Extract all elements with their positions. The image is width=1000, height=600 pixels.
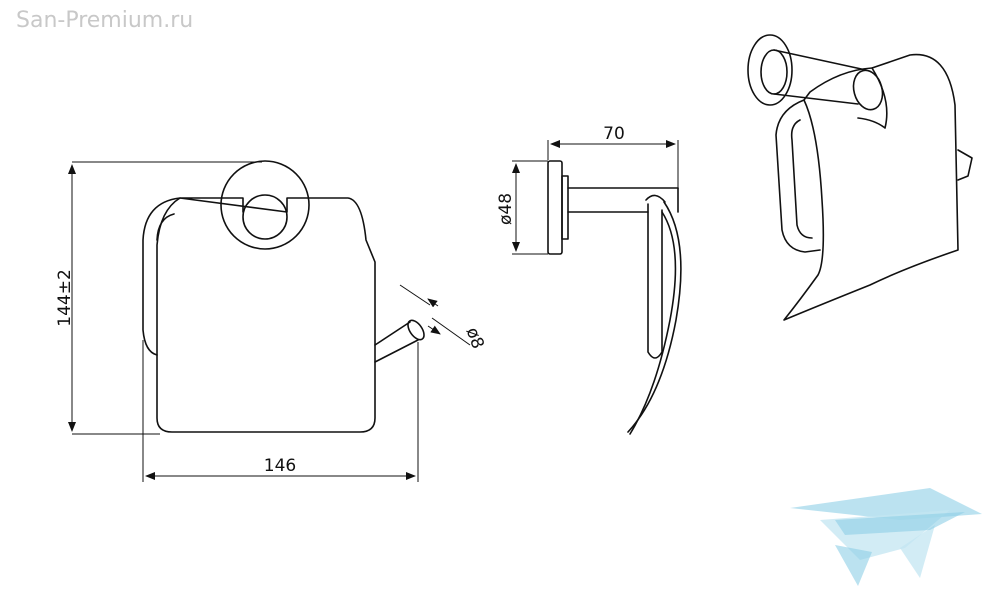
- width-dimension-label: 146: [264, 456, 296, 476]
- rod-dim-arrow-2: [427, 325, 441, 335]
- height-dimension-label: 144±2: [55, 269, 75, 327]
- brand-logo: [790, 488, 982, 586]
- cover-plate: [156, 197, 376, 433]
- perspective-view: [747, 34, 973, 321]
- iso-rosette-inner: [760, 49, 788, 95]
- rod-arm: [374, 321, 419, 363]
- logo-left-leg: [835, 545, 872, 586]
- rod-end: [407, 319, 425, 341]
- rosette-diameter-label: ø48: [496, 193, 516, 225]
- horizontal-arm: [567, 187, 679, 213]
- iso-rod-loop: [775, 99, 821, 253]
- rod-bend: [645, 194, 666, 203]
- cover-curve-inner: [629, 211, 677, 435]
- rod-dim-ext-1: [399, 284, 431, 306]
- rod-dim-ext-2: [431, 317, 471, 346]
- rod-dim-arrow-1: [427, 298, 439, 308]
- rod-inner: [156, 213, 175, 241]
- iso-rosette-outer: [747, 34, 793, 106]
- iso-arm-end: [852, 69, 884, 111]
- logo-right-leg: [900, 525, 935, 578]
- rosette-inner: [242, 194, 288, 240]
- rod-loop: [142, 197, 181, 356]
- watermark-text: San-Premium.ru: [16, 8, 194, 33]
- vertical-rod: [647, 203, 663, 359]
- iso-cover-notch: [857, 67, 888, 129]
- side-view: 70 ø48: [496, 124, 682, 435]
- front-view: 144±2 146 ø8: [55, 160, 488, 482]
- cover-curve-outer: [627, 201, 682, 433]
- iso-arm: [773, 49, 867, 105]
- rod-diameter-label: ø8: [462, 325, 488, 352]
- rosette-profile: [547, 160, 563, 255]
- rosette-outer: [220, 160, 310, 250]
- depth-dimension-label: 70: [603, 124, 625, 144]
- iso-rod-tip: [957, 149, 973, 181]
- iso-cover: [783, 53, 959, 321]
- rosette-collar: [561, 175, 569, 240]
- iso-rod-inner: [790, 119, 813, 239]
- logo-band: [835, 512, 965, 535]
